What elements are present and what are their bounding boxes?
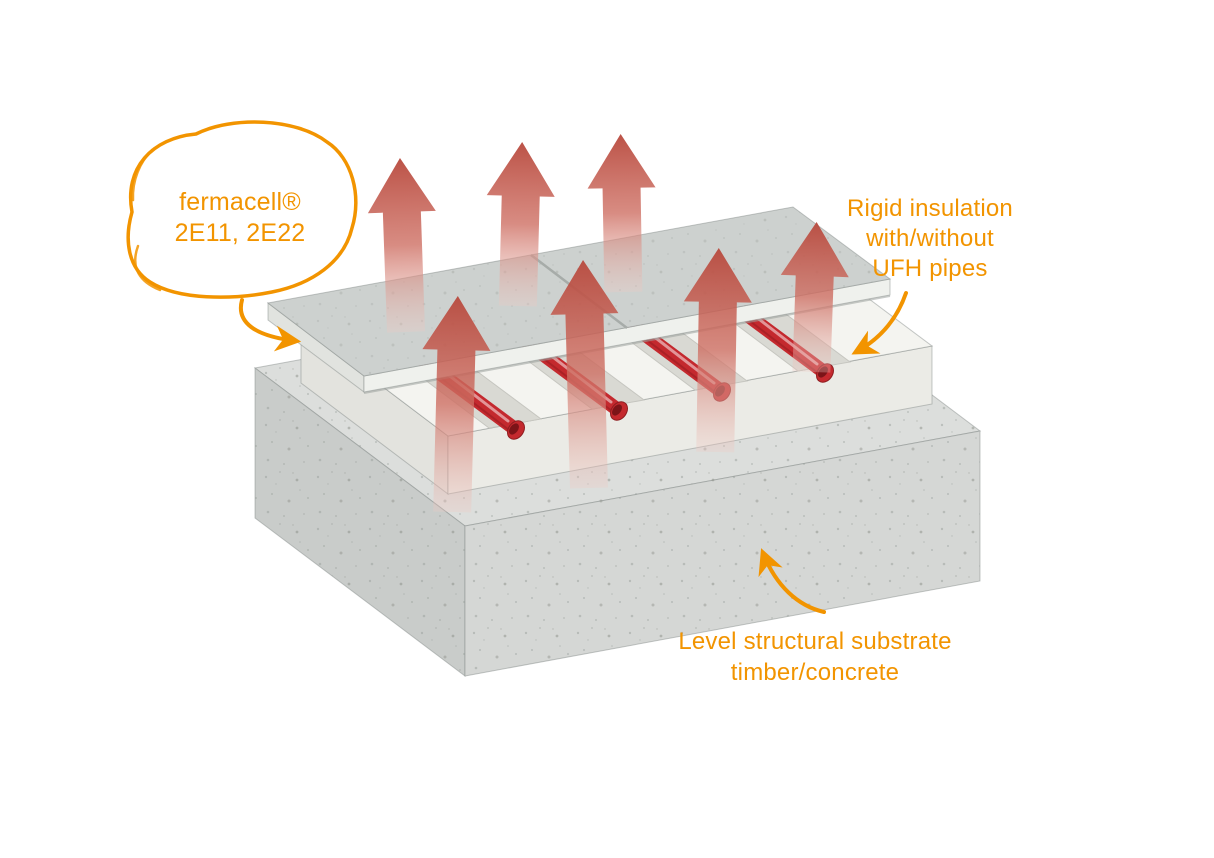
bubble-sketch-stroke xyxy=(131,148,154,202)
heat-arrow xyxy=(486,142,555,307)
heat-arrow xyxy=(550,260,619,489)
annotations xyxy=(126,120,908,614)
heat-arrow xyxy=(422,296,491,513)
substrate-label: Level structural substrate timber/concre… xyxy=(678,628,952,686)
bubble-pointer-arrow xyxy=(238,298,302,352)
heat-arrow xyxy=(367,158,436,333)
fermacell-product-label: fermacell® 2E11, 2E22 xyxy=(120,187,360,249)
substrate-pointer-arrow xyxy=(758,548,826,614)
heat-arrows xyxy=(367,134,849,513)
hand-drawn-bubble xyxy=(126,120,358,299)
insulation-pointer-arrow xyxy=(851,291,908,355)
heat-arrow xyxy=(683,248,752,453)
bubble-sketch-stroke xyxy=(134,244,162,292)
fermacell-product-codes: 2E11, 2E22 xyxy=(174,219,306,247)
heat-arrow xyxy=(780,222,849,373)
fermacell-product-name: fermacell® xyxy=(179,188,301,216)
heat-arrow xyxy=(587,134,656,293)
rigid-insulation-label: Rigid insulation with/without UFH pipes xyxy=(847,195,1013,282)
